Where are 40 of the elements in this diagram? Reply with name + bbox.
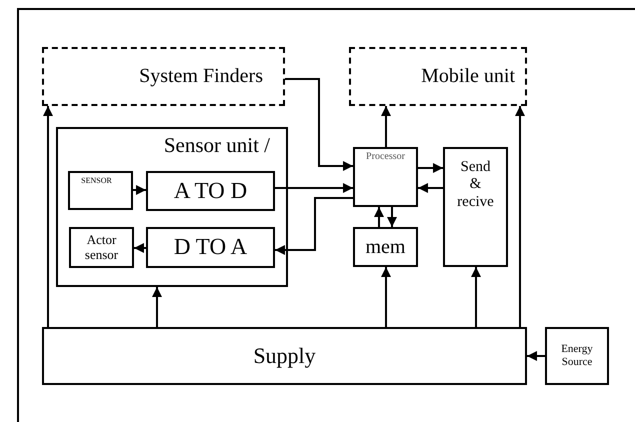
arrow bbox=[285, 78, 353, 171]
block-label: A TO D bbox=[174, 178, 248, 204]
block-box bbox=[68, 171, 133, 210]
arrow bbox=[43, 106, 53, 327]
arrow bbox=[381, 267, 391, 327]
dashed-unit-box bbox=[42, 47, 285, 106]
block-label: Sensor unit / bbox=[164, 133, 270, 158]
arrow bbox=[418, 163, 443, 173]
arrow bbox=[381, 106, 391, 147]
block-label: Mobile unit bbox=[421, 65, 515, 88]
block-box bbox=[146, 171, 275, 211]
arrow bbox=[418, 183, 443, 193]
block-label: System Finders bbox=[139, 65, 263, 88]
block-box bbox=[146, 227, 275, 268]
block-box bbox=[56, 127, 288, 287]
block-label: SENSOR bbox=[81, 176, 112, 186]
arrow bbox=[387, 207, 397, 227]
block-box bbox=[353, 147, 418, 207]
arrow bbox=[515, 106, 525, 327]
arrow bbox=[471, 267, 481, 327]
block-label: Send & recive bbox=[456, 159, 495, 211]
block-box bbox=[443, 147, 508, 267]
block-label: Actor sensor bbox=[84, 232, 120, 262]
arrow bbox=[275, 197, 353, 255]
dashed-unit-box bbox=[349, 47, 527, 106]
block-box bbox=[545, 327, 609, 385]
block-label: Processor bbox=[366, 151, 405, 162]
block-label: Supply bbox=[253, 343, 316, 369]
block-label: D TO A bbox=[174, 234, 248, 261]
arrow bbox=[152, 287, 162, 327]
arrow bbox=[275, 183, 353, 193]
block-box bbox=[353, 227, 418, 267]
arrow bbox=[133, 185, 146, 195]
block-box bbox=[42, 327, 527, 385]
arrow bbox=[134, 243, 146, 253]
block-label: mem bbox=[366, 236, 406, 258]
block-box bbox=[69, 227, 134, 268]
arrow bbox=[527, 351, 545, 361]
block-label: Energy Source bbox=[560, 343, 594, 369]
arrow bbox=[374, 207, 384, 227]
